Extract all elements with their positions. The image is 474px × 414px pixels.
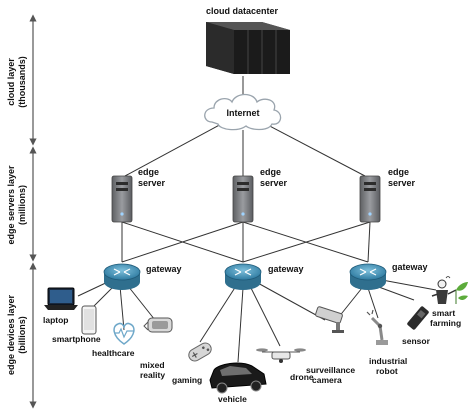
edge-server-3-label-1: edge	[388, 167, 409, 177]
smart-farming-label-2: farming	[430, 318, 461, 328]
sensor-label: sensor	[402, 336, 431, 346]
edge-server-3: edge server	[359, 167, 416, 223]
edge-servers-layer-count: (millions)	[17, 185, 27, 225]
healthcare-label: healthcare	[92, 348, 135, 358]
edge-devices-layer-label: edge devices layer (billions)	[6, 294, 27, 375]
gaming-label: gaming	[172, 375, 202, 385]
mixed-reality-label-1: mixed	[140, 360, 165, 370]
surveillance-camera-icon	[315, 306, 344, 333]
edge-servers-layer-title: edge servers layer	[6, 165, 16, 245]
edge-server-1-label-1: edge	[138, 167, 159, 177]
sensor-icon	[407, 306, 429, 330]
surveillance-camera-label-1: surveillance	[306, 365, 355, 375]
game-controller-icon	[188, 342, 212, 362]
edge-server-1: edge server	[111, 167, 166, 223]
gateway-1-label: gateway	[146, 264, 182, 274]
edge-devices-layer-title: edge devices layer	[6, 294, 16, 375]
edge-server-2: edge server	[232, 167, 288, 223]
mixed-reality-label-2: reality	[140, 370, 165, 380]
edge-server-2-label-2: server	[260, 178, 288, 188]
cloud-layer-count: (thousands)	[17, 56, 27, 108]
edge-devices-layer-count: (billions)	[17, 316, 27, 354]
surveillance-camera-label-2: camera	[312, 375, 342, 385]
gateway-2-label: gateway	[268, 264, 304, 274]
internet-label: Internet	[226, 108, 259, 118]
industrial-robot-label-1: industrial	[369, 356, 407, 366]
edge-server-2-label-1: edge	[260, 167, 281, 177]
smart-farming-icon	[431, 276, 468, 304]
gateway-1: gateway	[103, 263, 182, 290]
smart-farming-label-1: smart	[432, 308, 455, 318]
gateway-3: gateway	[349, 262, 428, 290]
vehicle-label: vehicle	[218, 394, 247, 404]
network-links	[77, 76, 437, 363]
internet-cloud: Internet	[204, 93, 282, 131]
edge-servers-layer-label: edge servers layer (millions)	[6, 165, 27, 245]
vr-headset-icon	[143, 317, 173, 333]
healthcare-icon	[113, 322, 135, 345]
laptop-label: laptop	[43, 315, 69, 325]
cloud-datacenter: cloud datacenter	[206, 6, 290, 74]
smartphone-icon	[81, 305, 97, 335]
cloud-datacenter-label: cloud datacenter	[206, 6, 279, 16]
cloud-layer-label: cloud layer (thousands)	[6, 56, 27, 108]
car-icon	[209, 362, 267, 394]
smartphone-label: smartphone	[52, 334, 101, 344]
edge-server-1-label-2: server	[138, 178, 166, 188]
edge-server-3-label-2: server	[388, 178, 416, 188]
robot-arm-icon	[366, 309, 388, 345]
drone-label: drone	[290, 372, 314, 382]
cloud-layer-title: cloud layer	[6, 58, 16, 106]
industrial-robot-label-2: robot	[376, 366, 398, 376]
laptop-icon	[44, 287, 78, 310]
gateway-3-label: gateway	[392, 262, 428, 272]
gateway-2: gateway	[224, 263, 304, 290]
drone-icon	[256, 348, 306, 363]
